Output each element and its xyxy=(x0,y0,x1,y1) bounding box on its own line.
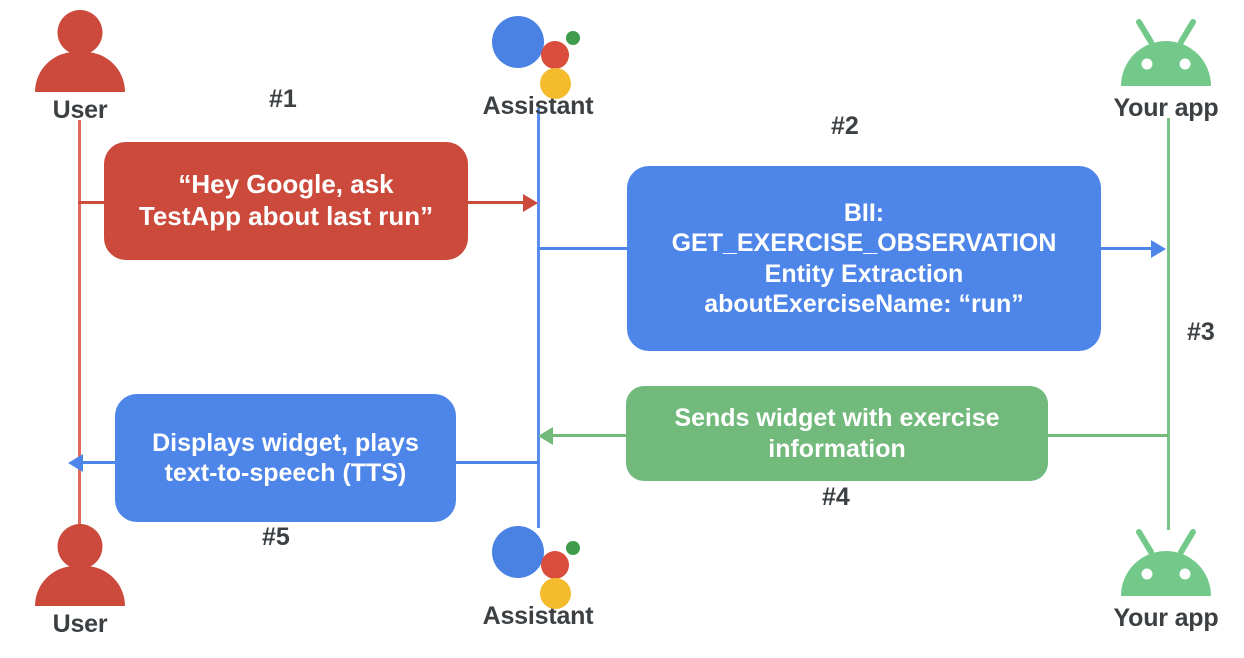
step-label-2: #2 xyxy=(831,112,859,140)
assistant-icon-green-dot xyxy=(566,541,580,555)
actor-label-user-top: User xyxy=(52,96,108,124)
android-robot-icon xyxy=(1111,14,1221,92)
assistant-icon-blue-dot xyxy=(492,526,544,578)
user-icon-body xyxy=(35,566,125,606)
message-text-bii-dispatch: BII: GET_EXERCISE_OBSERVATION Entity Ext… xyxy=(671,198,1057,319)
step-label-3: #3 xyxy=(1187,318,1215,346)
user-icon-head xyxy=(57,524,103,569)
message-box-assistant-output: Displays widget, plays text-to-speech (T… xyxy=(115,394,456,522)
assistant-icon-yellow-dot xyxy=(540,578,571,609)
step-label-1: #1 xyxy=(269,85,297,113)
connector-app-to-box4 xyxy=(1046,434,1168,437)
android-robot-icon xyxy=(1111,524,1221,602)
assistant-icon-red-dot xyxy=(541,551,569,579)
user-icon-body xyxy=(35,52,125,92)
lifeline-your-app xyxy=(1167,118,1170,530)
connector-assistant-to-box5 xyxy=(455,461,539,464)
message-text-app-response: Sends widget with exercise information xyxy=(674,404,1000,463)
user-icon xyxy=(34,524,126,606)
actor-label-your-app-bottom: Your app xyxy=(1113,604,1219,632)
step-label-4: #4 xyxy=(822,483,850,511)
actor-user-bottom: User xyxy=(0,524,160,637)
actor-assistant-bottom: Assistant xyxy=(458,518,618,629)
connector-box5-to-user xyxy=(82,461,120,464)
google-assistant-icon xyxy=(490,518,586,609)
arrowhead-bii-dispatch xyxy=(1151,240,1166,258)
arrowhead-app-response xyxy=(538,427,553,445)
actor-your-app-bottom: Your app xyxy=(1086,524,1244,631)
lifeline-assistant xyxy=(537,108,540,528)
assistant-icon-blue-dot xyxy=(492,16,544,68)
actor-your-app-top: Your app xyxy=(1086,14,1244,121)
actor-user-top: User xyxy=(0,10,160,123)
user-icon-head xyxy=(57,10,103,55)
message-box-user-request: “Hey Google, ask TestApp about last run” xyxy=(104,142,468,260)
arrowhead-user-request xyxy=(523,194,538,212)
connector-box2-to-app xyxy=(1100,247,1156,250)
step-label-5: #5 xyxy=(262,523,290,551)
assistant-icon-green-dot xyxy=(566,31,580,45)
message-text-assistant-output: Displays widget, plays text-to-speech (T… xyxy=(152,428,419,488)
actor-label-assistant-bottom: Assistant xyxy=(482,602,594,630)
connector-box1-to-assistant xyxy=(466,201,528,204)
connector-assistant-to-box2 xyxy=(537,247,632,250)
assistant-icon-yellow-dot xyxy=(540,68,571,99)
message-text-user-request: “Hey Google, ask TestApp about last run” xyxy=(138,169,434,231)
assistant-icon-red-dot xyxy=(541,41,569,69)
google-assistant-icon xyxy=(490,8,586,99)
actor-label-user-bottom: User xyxy=(52,610,108,638)
connector-box4-to-assistant xyxy=(552,434,628,437)
actor-label-your-app-top: Your app xyxy=(1113,94,1219,122)
actor-assistant-top: Assistant xyxy=(458,8,618,119)
user-icon xyxy=(34,10,126,92)
lifeline-user xyxy=(78,120,81,538)
arrowhead-assistant-output xyxy=(68,454,83,472)
actor-label-assistant-top: Assistant xyxy=(482,92,594,120)
message-box-app-response: Sends widget with exercise information xyxy=(626,386,1048,481)
message-box-bii-dispatch: BII: GET_EXERCISE_OBSERVATION Entity Ext… xyxy=(627,166,1101,351)
